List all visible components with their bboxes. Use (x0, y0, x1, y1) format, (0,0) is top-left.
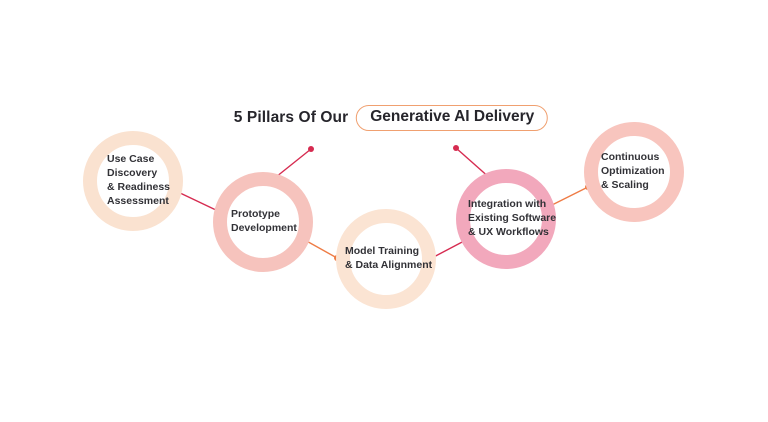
title-badge: Generative AI Delivery (356, 105, 549, 131)
connector-dot (308, 146, 314, 152)
pillar-label: Use Case Discovery & Readiness Assessmen… (97, 153, 171, 208)
page-title: 5 Pillars Of Our Generative AI Delivery (233, 105, 549, 131)
pillar-label-line: & UX Workflows (468, 225, 549, 238)
pillar-label: Model Training & Data Alignment (345, 245, 433, 273)
pillar-circle-continuous-optimization: Continuous Optimization & Scaling (584, 122, 684, 222)
pillar-label-line: Discovery (107, 167, 158, 180)
connector-line-title-2 (275, 148, 312, 178)
pillar-circle-use-case-discovery: Use Case Discovery & Readiness Assessmen… (83, 131, 183, 231)
pillar-circle-model-training: Model Training & Data Alignment (336, 209, 436, 309)
pillar-circle-prototype-development: Prototype Development (213, 172, 313, 272)
pillar-label-line: Prototype (231, 208, 281, 221)
pillar-label: Prototype Development (227, 208, 299, 236)
pillar-label-line: & Readiness (107, 181, 171, 193)
connector-line-1-2 (177, 191, 219, 212)
pillar-label-line: Optimization (601, 165, 665, 178)
title-prefix: 5 Pillars Of Our (233, 109, 349, 126)
pillar-label-line: Use Case (107, 153, 155, 166)
connector-line-4-5 (549, 186, 589, 207)
pillar-label-line: Continuous (601, 151, 660, 164)
pillar-label-line: Model Training (345, 245, 420, 258)
pillar-label: Continuous Optimization & Scaling (598, 151, 670, 193)
pillar-label-line: Existing Software (468, 212, 557, 225)
connector-dot (453, 145, 459, 151)
pillar-label-line: Development (231, 222, 297, 234)
pillar-label-line: Assessment (107, 194, 169, 207)
pillar-label-line: & Scaling (601, 178, 649, 191)
pillar-label-line: & Data Alignment (345, 259, 433, 271)
pillar-circle-integration-workflows: Integration with Existing Software & UX … (456, 169, 556, 269)
pillar-label: Integration with Existing Software & UX … (468, 198, 557, 240)
pillar-label-line: Integration with (468, 198, 547, 211)
